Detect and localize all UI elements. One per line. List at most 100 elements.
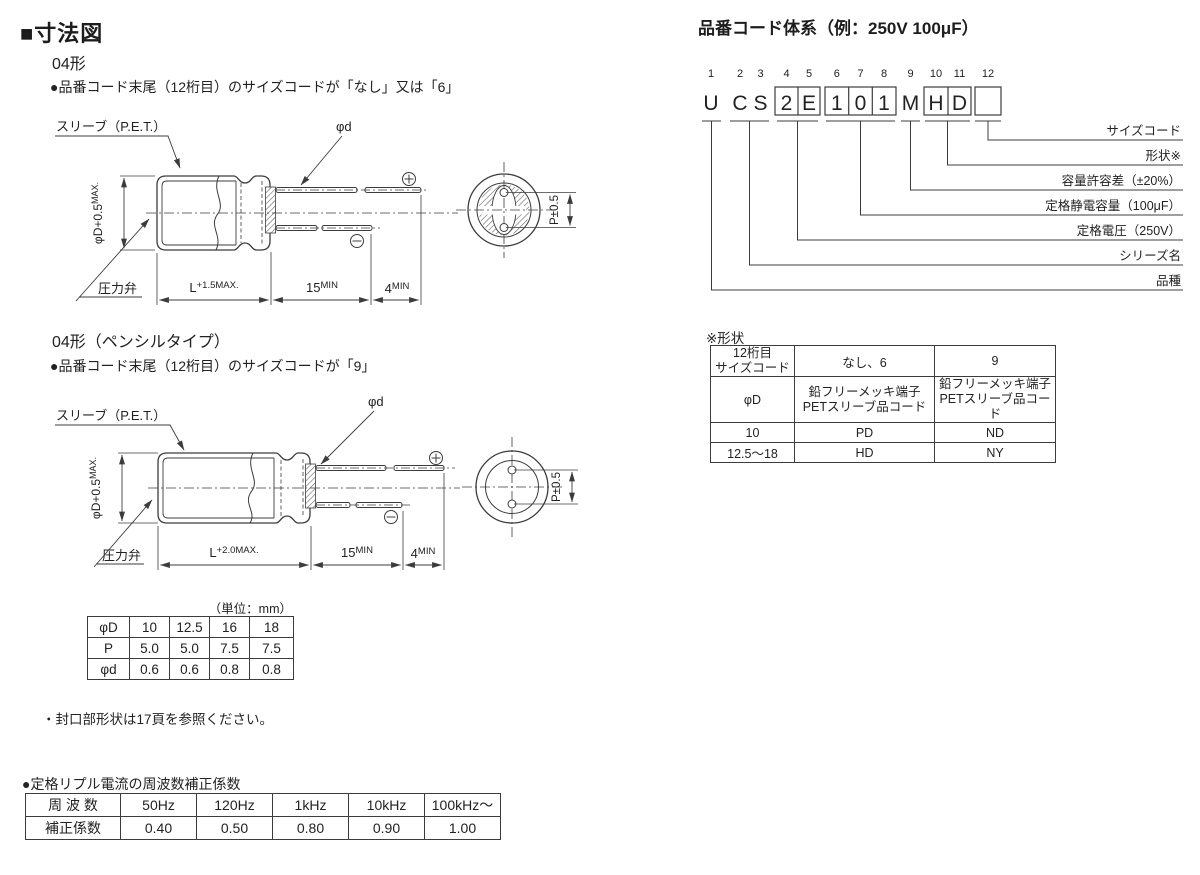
table-row: P 5.0 5.0 7.5 7.5 [87, 637, 294, 659]
sleeve-leader [55, 135, 181, 169]
svg-text:8: 8 [881, 68, 887, 80]
svg-text:3: 3 [757, 68, 763, 80]
table-row: 周 波 数 50Hz 120Hz 1kHz 10kHz 100kHz～ [25, 793, 501, 817]
table-row: 12桁目 サイズコード なし、6 9 [710, 345, 1056, 377]
label-series-name: シリーズ名 [1119, 248, 1181, 263]
label-shape: 形状※ [1146, 149, 1181, 163]
row-label: P [87, 637, 130, 659]
seal-hatch [305, 463, 316, 509]
label-product-type: 品種 [1156, 274, 1182, 288]
vent-label: 圧力弁 [102, 548, 141, 563]
plus-polarity-icon [429, 451, 443, 465]
seal-hatch [265, 186, 276, 234]
lead-length-text: 15MIN [341, 545, 373, 560]
svg-text:7: 7 [857, 68, 863, 80]
vent-leader [75, 219, 149, 302]
length-dimensions: L+1.5MAX. 15MIN 4MIN [156, 195, 422, 305]
label-rated-voltage: 定格電圧（250V） [1077, 223, 1181, 238]
table-row: φd 0.6 0.6 0.8 0.8 [87, 658, 294, 680]
body-diameter-text: φD+0.5MAX. [88, 457, 103, 519]
svg-text:10: 10 [930, 68, 942, 80]
svg-text:D: D [952, 92, 967, 115]
body-length-text: L+2.0MAX. [209, 545, 258, 560]
code-connectors [702, 120, 1183, 291]
label-cap-tolerance: 容量許容差（±20%） [1062, 173, 1181, 188]
table-row: 10 PD ND [710, 422, 1056, 443]
lead-tip-text: 4MIN [385, 281, 410, 296]
row-label: φd [87, 658, 130, 680]
svg-text:M: M [902, 92, 920, 115]
ripple-correction-table: 周 波 数 50Hz 120Hz 1kHz 10kHz 100kHz～ 補正係数… [25, 793, 501, 840]
digit-numbers: 1 2 3 4 5 6 7 8 9 10 11 12 [708, 68, 994, 80]
sleeve-leader [55, 424, 185, 451]
part-code-diagram: 1 2 3 4 5 6 7 8 9 10 11 12 U C S 2 E 1 0… [702, 68, 1183, 291]
shape-table-heading: ※形状 [706, 331, 745, 346]
svg-text:1: 1 [878, 92, 890, 115]
svg-text:4: 4 [783, 68, 789, 80]
body-diameter-text: φD+0.5MAX. [90, 182, 105, 244]
table-row: φD 10 12.5 16 18 [87, 616, 294, 638]
table-row: φD 鉛フリーメッキ端子 PETスリーブ品コード 鉛フリーメッキ端子 PETスリ… [710, 376, 1056, 423]
svg-text:1: 1 [708, 68, 714, 80]
body-diameter-dimension: φD+0.5MAX. [88, 452, 158, 524]
svg-text:6: 6 [834, 68, 840, 80]
svg-text:11: 11 [954, 68, 965, 80]
svg-text:C: C [732, 92, 747, 115]
vent-label: 圧力弁 [98, 281, 137, 296]
svg-text:5: 5 [806, 68, 812, 80]
part-code-heading: 品番コード体系（例：250V 100μF） [698, 19, 979, 38]
code-characters: U C S 2 E 1 0 1 M H D [703, 92, 967, 115]
lead-length-text: 15MIN [306, 280, 338, 295]
lead-diameter-label: φd [336, 119, 352, 134]
svg-text:1: 1 [831, 92, 843, 115]
table-row: 12.5～18 HD NY [710, 442, 1056, 463]
length-dimensions: L+2.0MAX. 15MIN 4MIN [157, 473, 445, 570]
leads [315, 465, 455, 508]
lead-diameter-label: φd [368, 394, 384, 409]
lead-tip-text: 4MIN [411, 546, 436, 561]
code-field-labels: サイズコード 形状※ 容量許容差（±20%） 定格静電容量（100μF） 定格電… [1045, 123, 1181, 288]
svg-text:S: S [753, 92, 767, 115]
unit-note: （単位：mm） [208, 602, 292, 616]
page-title: ■寸法図 [20, 21, 104, 46]
svg-text:2: 2 [737, 68, 743, 80]
type04-pencil-size-code-note: ●品番コード末尾（12桁目）のサイズコードが「9」 [50, 358, 376, 374]
lead-pitch-text: P±0.5 [549, 195, 561, 225]
shape-table: 12桁目 サイズコード なし、6 9 φD 鉛フリーメッキ端子 PETスリーブ品… [710, 345, 1056, 463]
lead-diameter-leader [320, 410, 375, 465]
svg-text:9: 9 [907, 68, 913, 80]
sleeve-label: スリーブ（P.E.T.） [56, 408, 166, 423]
capacitor-body-side-view [157, 452, 316, 524]
sleeve-label: スリーブ（P.E.T.） [56, 119, 166, 134]
minus-polarity-icon [350, 234, 364, 248]
leads [275, 187, 428, 231]
body-length-text: L+1.5MAX. [189, 280, 238, 295]
type04-heading: 04形 [52, 56, 86, 73]
label-size-code: サイズコード [1106, 123, 1181, 138]
vent-leader [93, 500, 152, 568]
dimension-table: φD 10 12.5 16 18 P 5.0 5.0 7.5 7.5 φd 0.… [87, 616, 294, 680]
size-code-empty-box [974, 86, 1002, 116]
row-label: φD [87, 616, 130, 638]
table-row: 補正係数 0.40 0.50 0.80 0.90 1.00 [25, 816, 501, 840]
row-label: 周 波 数 [25, 793, 121, 817]
label-rated-capacitance: 定格静電容量（100μF） [1045, 198, 1181, 213]
body-diameter-dimension: φD+0.5MAX. [90, 175, 155, 251]
svg-text:E: E [802, 92, 816, 115]
seal-shape-note: ・封口部形状は17頁を参照ください。 [42, 712, 274, 727]
capacitor-drawing-04: スリーブ（P.E.T.） φd φD+0.5MAX. 圧力弁 [55, 119, 576, 305]
type04-size-code-note: ●品番コード末尾（12桁目）のサイズコードが「なし」又は「6」 [50, 79, 460, 95]
lead-diameter-leader [300, 135, 343, 186]
lead-pitch-text: P±0.5 [551, 472, 563, 502]
type04-pencil-heading: 04形（ペンシルタイプ） [52, 334, 230, 351]
svg-text:U: U [703, 92, 718, 115]
svg-text:0: 0 [855, 92, 867, 115]
capacitor-drawing-04-pencil: スリーブ（P.E.T.） φd φD+0.5MAX. 圧力弁 L+2.0 [55, 394, 578, 570]
svg-text:H: H [928, 92, 943, 115]
plus-polarity-icon [402, 172, 416, 186]
capacitor-end-view: P±0.5 [456, 162, 576, 258]
row-label: 補正係数 [25, 816, 121, 840]
capacitor-end-view: P±0.5 [462, 437, 578, 537]
minus-polarity-icon [384, 510, 398, 524]
